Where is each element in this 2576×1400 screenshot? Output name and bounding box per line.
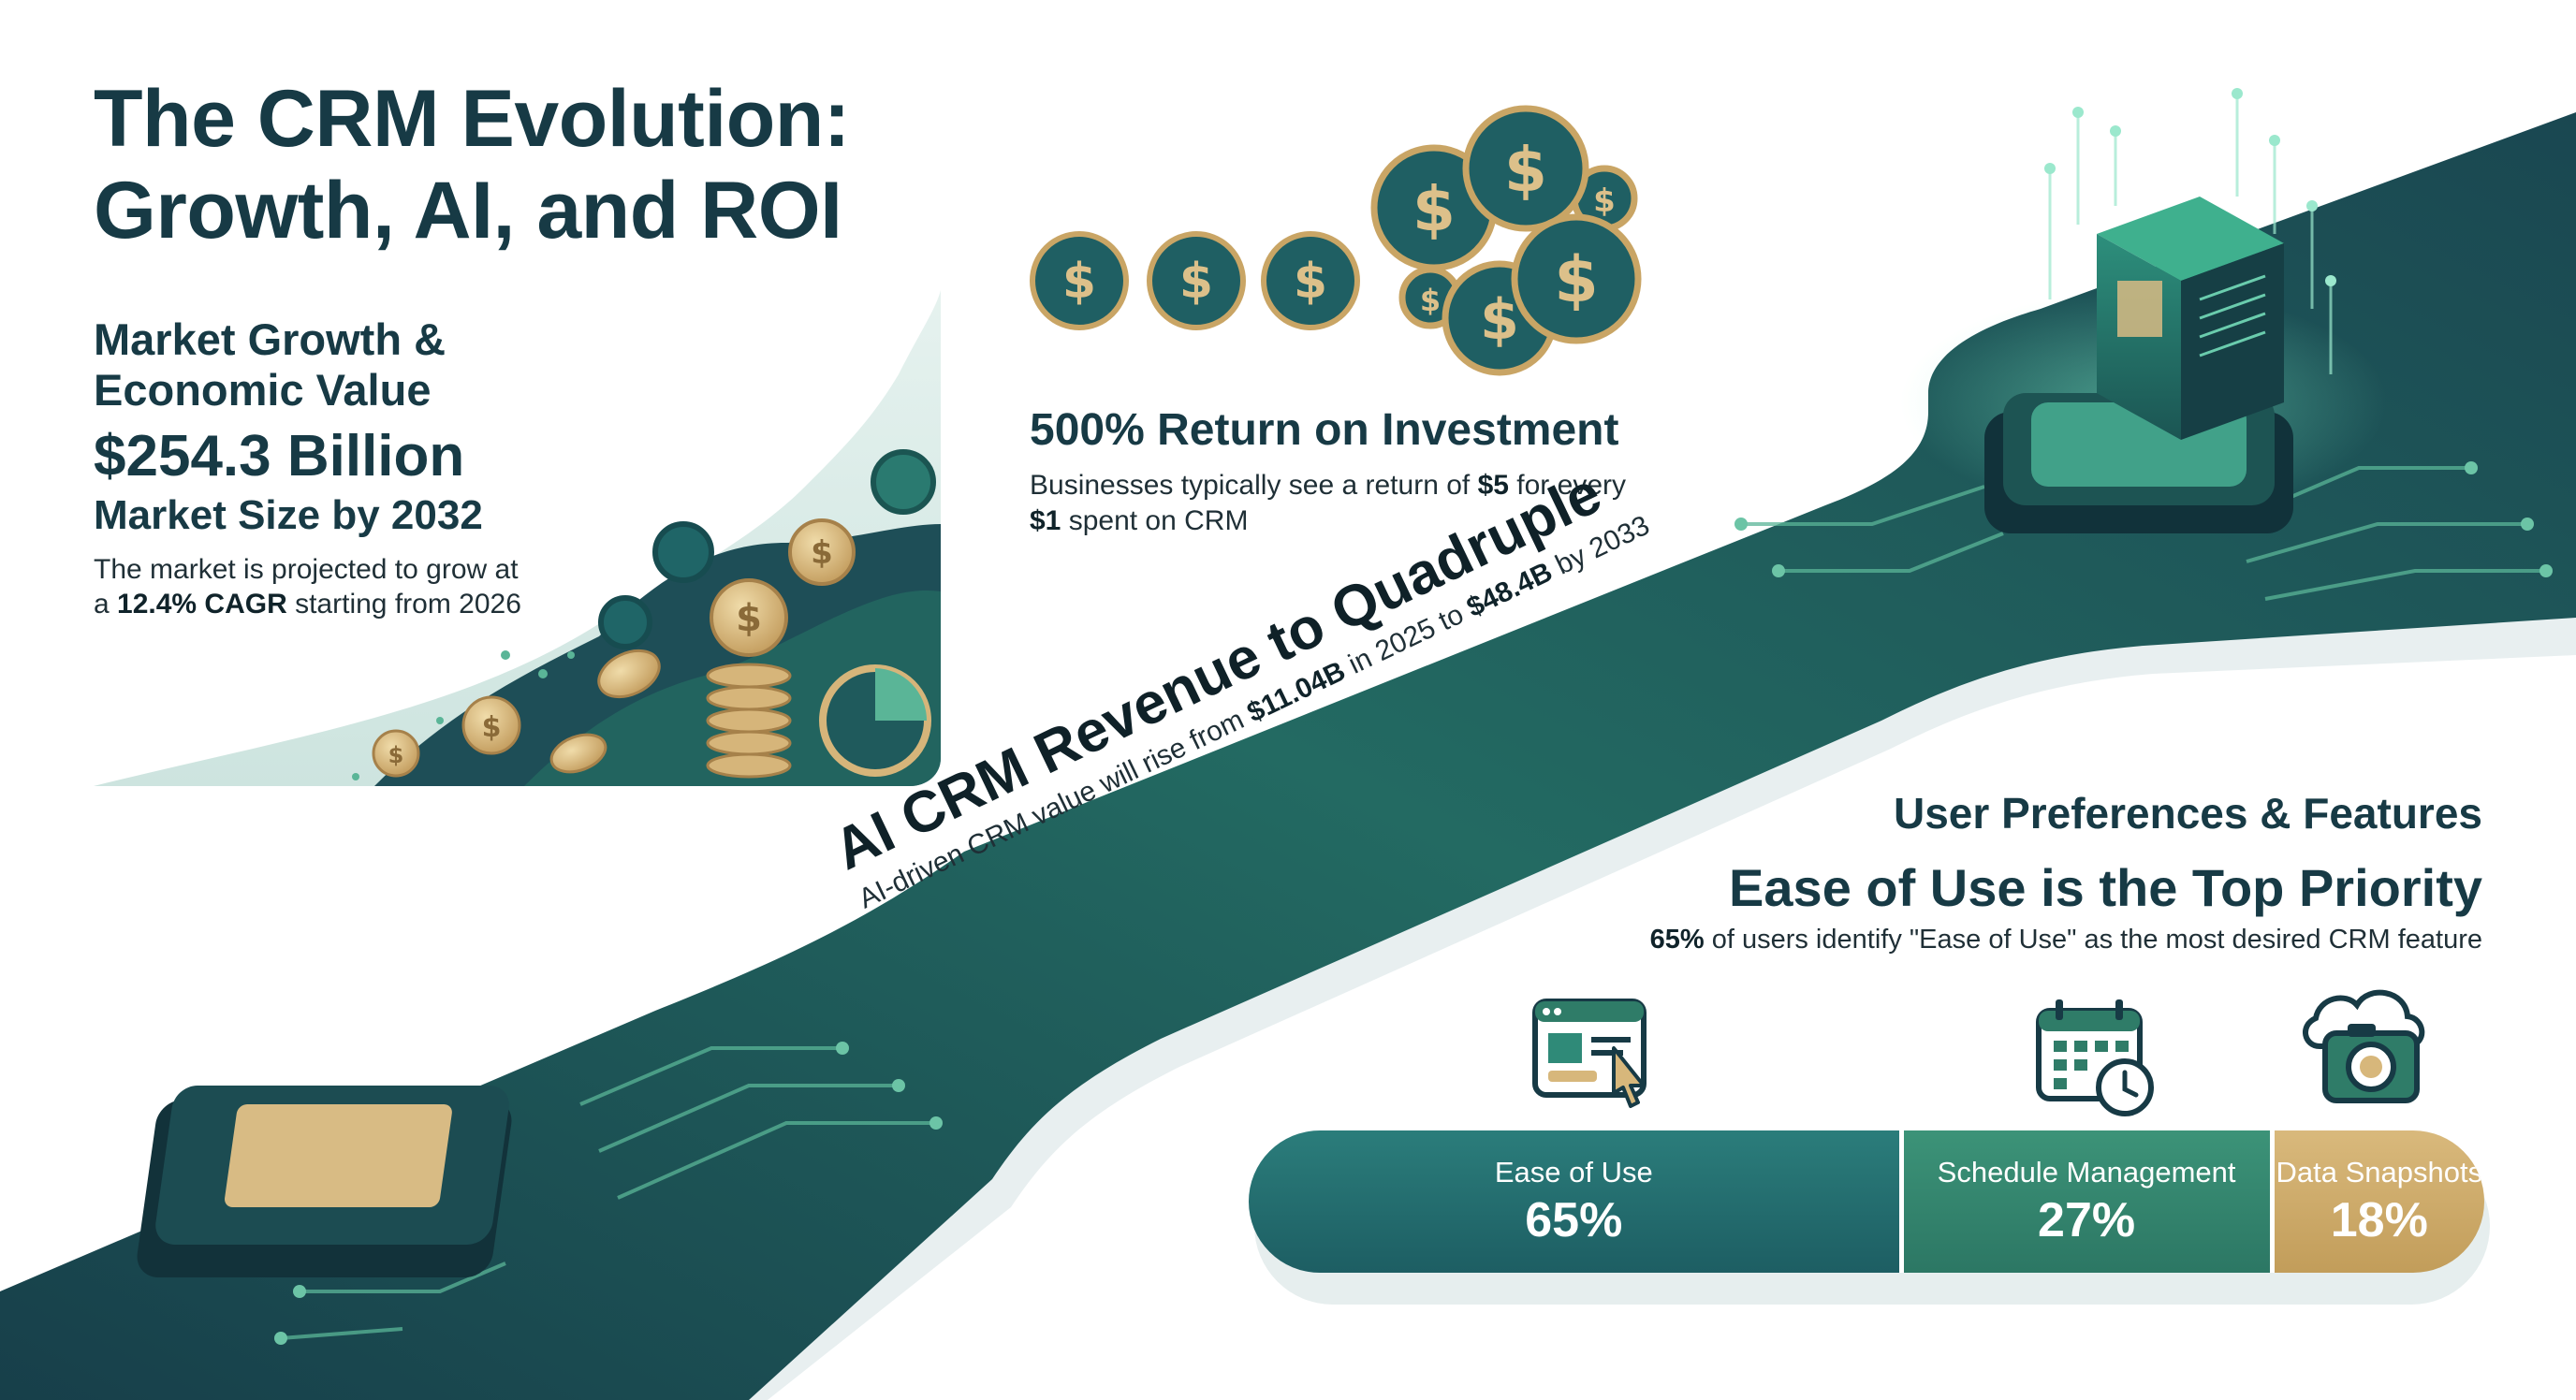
roi-body-text-1: Businesses typically see a return of	[1030, 470, 1478, 501]
svg-text:$: $	[388, 742, 404, 768]
roi-body-text-3: spent on CRM	[1061, 505, 1249, 536]
preferences-headline: Ease of Use is the Top Priority	[1729, 858, 2482, 917]
svg-text:$: $	[1412, 173, 1456, 245]
market-size-value: $254.3 Billion	[94, 424, 465, 489]
market-body-text-2: starting from 2026	[286, 589, 521, 620]
roi-coin-cluster: $ $ $ $ $ $ $ $ $	[1030, 105, 1642, 376]
svg-text:$: $	[811, 534, 833, 572]
feature-value: 18%	[2330, 1193, 2428, 1247]
roi-description: Businesses typically see a return of $5 …	[1030, 468, 1647, 539]
svg-text:$: $	[1554, 243, 1598, 317]
feature-label: Ease of Use	[1494, 1156, 1653, 1189]
roi-title: 500% Return on Investment	[1030, 405, 1619, 455]
browser-pointer-icon	[1532, 999, 1647, 1108]
feature-label: Schedule Management	[1937, 1156, 2236, 1189]
preferences-section-title: User Preferences & Features	[1894, 789, 2482, 838]
calendar-clock-icon	[2036, 999, 2154, 1116]
roi-return-amount: $5	[1477, 470, 1509, 501]
svg-text:$: $	[1294, 254, 1327, 310]
feature-value: 27%	[2038, 1193, 2136, 1247]
page-title-line-2: Growth, AI, and ROI	[94, 166, 842, 255]
svg-text:$: $	[1480, 287, 1519, 353]
page-title-line-1: The CRM Evolution:	[94, 74, 850, 164]
page-title: The CRM Evolution: Growth, AI, and ROI	[94, 73, 850, 256]
cloud-camera-icon	[2303, 989, 2425, 1103]
svg-text:$: $	[1179, 254, 1213, 310]
ai-server-tower	[1900, 88, 2387, 533]
feature-segment-ease-of-use: Ease of Use 65%	[1249, 1130, 1904, 1273]
market-growth-illustration: $ $ $ $	[94, 290, 941, 786]
preferences-stat: 65% of users identify "Ease of Use" as t…	[1650, 925, 2482, 955]
svg-text:$: $	[736, 597, 762, 640]
processor-chip	[137, 1086, 512, 1277]
market-cagr-value: 12.4% CAGR	[117, 589, 287, 620]
svg-text:$: $	[1504, 134, 1547, 206]
preferences-stat-percent: 65%	[1649, 925, 1705, 955]
market-growth-description: The market is projected to grow at a 12.…	[94, 552, 534, 621]
market-heading-line-1: Market Growth &	[94, 314, 446, 364]
svg-text:$: $	[482, 711, 502, 744]
feature-preference-bar: Ease of Use 65% Schedule Management 27% …	[1249, 1130, 2484, 1273]
svg-text:$: $	[1062, 254, 1096, 310]
market-size-label: Market Size by 2032	[94, 492, 483, 538]
market-section-heading: Market Growth & Economic Value	[94, 314, 446, 416]
market-heading-line-2: Economic Value	[94, 365, 432, 415]
feature-segment-schedule-management: Schedule Management 27%	[1903, 1130, 2275, 1273]
svg-text:$: $	[1420, 283, 1441, 318]
feature-label: Data Snapshots	[2276, 1156, 2483, 1189]
preferences-stat-text: of users identify "Ease of Use" as the m…	[1704, 925, 2482, 955]
svg-text:$: $	[1593, 182, 1616, 220]
roi-body-text-2: for every	[1508, 470, 1626, 501]
roi-spend-amount: $1	[1030, 505, 1061, 536]
market-body-text-1: The market is projected to grow at a	[94, 554, 519, 620]
feature-value: 65%	[1525, 1193, 1623, 1247]
feature-segment-data-snapshots: Data Snapshots 18%	[2274, 1130, 2484, 1273]
